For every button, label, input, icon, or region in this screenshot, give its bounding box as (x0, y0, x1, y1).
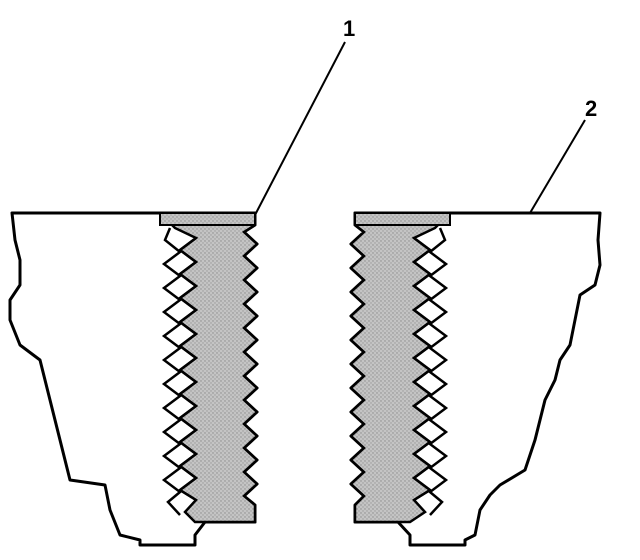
callout-2-label: 2 (585, 96, 597, 121)
callout-1-leader-line (254, 41, 346, 216)
right-top-insert-flange (354, 212, 451, 226)
right-outer-thread-line (427, 227, 449, 516)
callout-1-label: 1 (343, 16, 355, 41)
left-top-insert-flange (159, 212, 256, 226)
left-outer-thread-line (161, 227, 183, 516)
right-inner-thread-line (411, 237, 433, 502)
left-inner-thread-line (177, 237, 199, 502)
callout-2-leader-line (529, 119, 586, 214)
